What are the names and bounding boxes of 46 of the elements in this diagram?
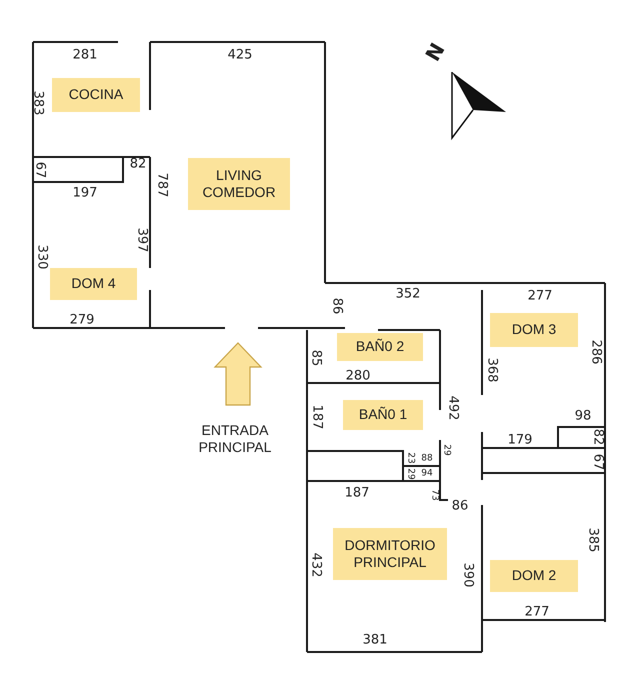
north-label: N — [422, 40, 448, 64]
dimension-label: 390 — [462, 562, 474, 588]
dimension-label: 94 — [421, 470, 433, 478]
dimension-label: 98 — [574, 410, 592, 422]
dimension-label: 179 — [508, 434, 532, 446]
dimension-label: 352 — [396, 288, 420, 300]
dimension-label: 277 — [524, 606, 550, 618]
room-label: BAÑ0 2 — [337, 333, 423, 361]
dimension-label: 397 — [136, 228, 148, 252]
room-label: BAÑ0 1 — [343, 400, 423, 430]
dimension-label: 29 — [442, 444, 450, 456]
dimension-label: 29 — [406, 468, 414, 480]
dimension-label: 85 — [310, 350, 322, 366]
dimension-label: 281 — [72, 48, 98, 62]
dimension-label: 425 — [228, 48, 252, 62]
dimension-label: 330 — [36, 244, 48, 270]
dimension-label: 86 — [452, 500, 468, 512]
dimension-label: 383 — [32, 90, 44, 116]
dimension-label: 67 — [34, 162, 46, 178]
dimension-label: 492 — [446, 396, 460, 420]
room-label: DORMITORIO PRINCIPAL — [333, 528, 447, 580]
room-label: DOM 3 — [490, 313, 578, 347]
dimension-label: 82 — [130, 158, 146, 170]
dimension-label: 286 — [590, 340, 602, 364]
dimension-label: 280 — [346, 370, 370, 382]
room-label: COCINA — [52, 78, 140, 112]
dimension-label: 86 — [330, 298, 344, 314]
dimension-label: 73 — [430, 489, 438, 501]
room-label: LIVING COMEDOR — [188, 158, 290, 210]
dimension-label: 197 — [72, 186, 98, 200]
dimension-label: 385 — [586, 528, 600, 552]
dimension-label: 368 — [486, 358, 498, 382]
room-label: DOM 2 — [490, 560, 578, 592]
dimension-label: 88 — [421, 454, 433, 464]
dimension-label: 23 — [406, 452, 414, 464]
dimension-label: 67 — [592, 454, 604, 470]
dimension-label: 187 — [310, 404, 324, 430]
dimension-label: 187 — [344, 486, 370, 500]
room-label: DOM 4 — [50, 268, 137, 300]
dimension-label: 381 — [362, 634, 388, 646]
dimension-label: 787 — [156, 172, 168, 198]
dimension-label: 432 — [310, 552, 322, 578]
entrance-label: ENTRADA PRINCIPAL — [187, 416, 283, 462]
dimension-label: 279 — [70, 314, 94, 326]
dimension-label: 82 — [592, 428, 604, 446]
dimension-label: 277 — [528, 290, 552, 302]
